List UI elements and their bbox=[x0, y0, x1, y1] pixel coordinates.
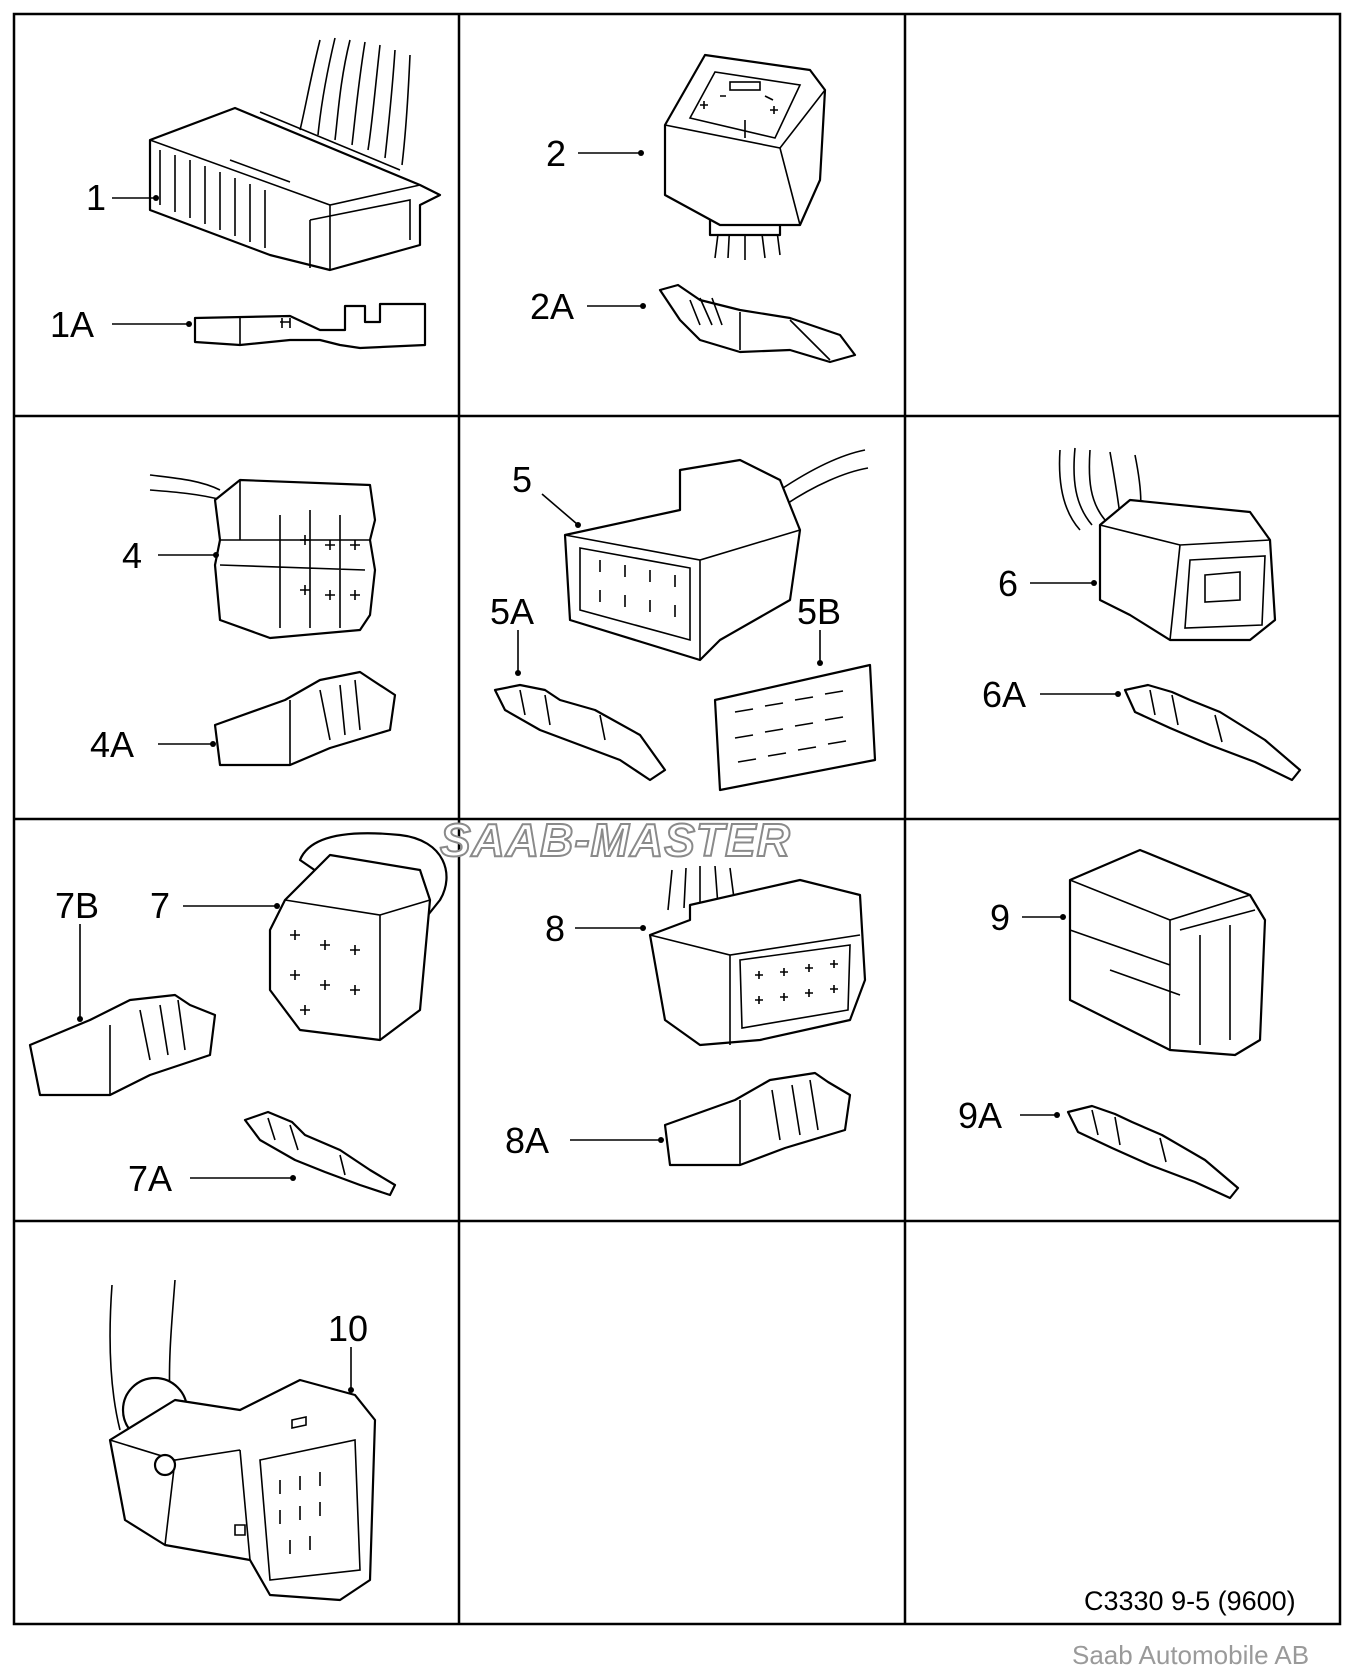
terminal-2A-drawing bbox=[658, 283, 857, 364]
label-5b: 5B bbox=[797, 591, 841, 632]
leader-dot-5a bbox=[515, 670, 521, 676]
label-1a: 1A bbox=[50, 304, 94, 345]
label-2: 2 bbox=[546, 133, 566, 174]
seal-5B-drawing bbox=[713, 663, 877, 792]
leader-dot-1 bbox=[153, 195, 159, 201]
leader-dot-4a bbox=[210, 741, 216, 747]
leader-dot-8a bbox=[658, 1137, 664, 1143]
label-10: 10 bbox=[328, 1308, 368, 1349]
terminal-7B-drawing bbox=[28, 993, 217, 1097]
leader-dot-2a bbox=[640, 303, 646, 309]
grid bbox=[12, 12, 1342, 1626]
connector-10-drawing bbox=[108, 1279, 377, 1602]
connector-5-drawing bbox=[563, 449, 869, 662]
leader-dot-5b bbox=[817, 660, 823, 666]
leader-dot-6 bbox=[1091, 580, 1097, 586]
leader-dot-9a bbox=[1054, 1112, 1060, 1118]
label-8a: 8A bbox=[505, 1120, 549, 1161]
connector-6-drawing bbox=[1058, 447, 1277, 642]
leader-dot-7 bbox=[274, 903, 280, 909]
leader-dot-7a bbox=[290, 1175, 296, 1181]
leader-dot-4 bbox=[213, 552, 219, 558]
copyright-text: Saab Automobile AB bbox=[1072, 1640, 1309, 1670]
label-7a: 7A bbox=[128, 1158, 172, 1199]
connector-4-drawing bbox=[149, 474, 377, 640]
leader-dot-6a bbox=[1115, 691, 1121, 697]
relay-2-drawing bbox=[663, 53, 827, 260]
terminal-1A-drawing bbox=[193, 302, 427, 350]
connector-1-drawing bbox=[148, 37, 442, 272]
terminal-8A-drawing bbox=[663, 1071, 852, 1167]
label-5: 5 bbox=[512, 459, 532, 500]
figure-reference: C3330 9-5 (9600) bbox=[1084, 1586, 1296, 1616]
leader-dot-5 bbox=[575, 522, 581, 528]
leader-dot-8 bbox=[640, 925, 646, 931]
label-2a: 2A bbox=[530, 286, 574, 327]
connector-9-drawing bbox=[1068, 848, 1267, 1057]
label-9: 9 bbox=[990, 897, 1010, 938]
terminal-9A-drawing bbox=[1066, 1104, 1240, 1200]
terminal-4A-drawing bbox=[213, 670, 397, 767]
terminal-5A-drawing bbox=[493, 683, 667, 782]
label-4: 4 bbox=[122, 535, 142, 576]
label-7: 7 bbox=[150, 885, 170, 926]
label-1: 1 bbox=[86, 177, 106, 218]
terminal-7A-drawing bbox=[243, 1110, 397, 1197]
watermark: SAAB-MASTER bbox=[440, 814, 791, 866]
leader-dot-10 bbox=[348, 1387, 354, 1393]
leader-dot-7b bbox=[77, 1016, 83, 1022]
connector-7-drawing bbox=[268, 832, 448, 1042]
leader-dot-9 bbox=[1060, 914, 1066, 920]
label-7b: 7B bbox=[55, 885, 99, 926]
leader-dot-1a bbox=[186, 321, 192, 327]
label-5a: 5A bbox=[490, 591, 534, 632]
terminal-6A-drawing bbox=[1123, 683, 1302, 782]
label-9a: 9A bbox=[958, 1095, 1002, 1136]
leader-dot-2 bbox=[638, 150, 644, 156]
leader-5 bbox=[541, 493, 578, 525]
label-4a: 4A bbox=[90, 724, 134, 765]
label-6: 6 bbox=[998, 563, 1018, 604]
connector-8-drawing bbox=[648, 865, 867, 1047]
label-6a: 6A bbox=[982, 674, 1026, 715]
label-8: 8 bbox=[545, 908, 565, 949]
